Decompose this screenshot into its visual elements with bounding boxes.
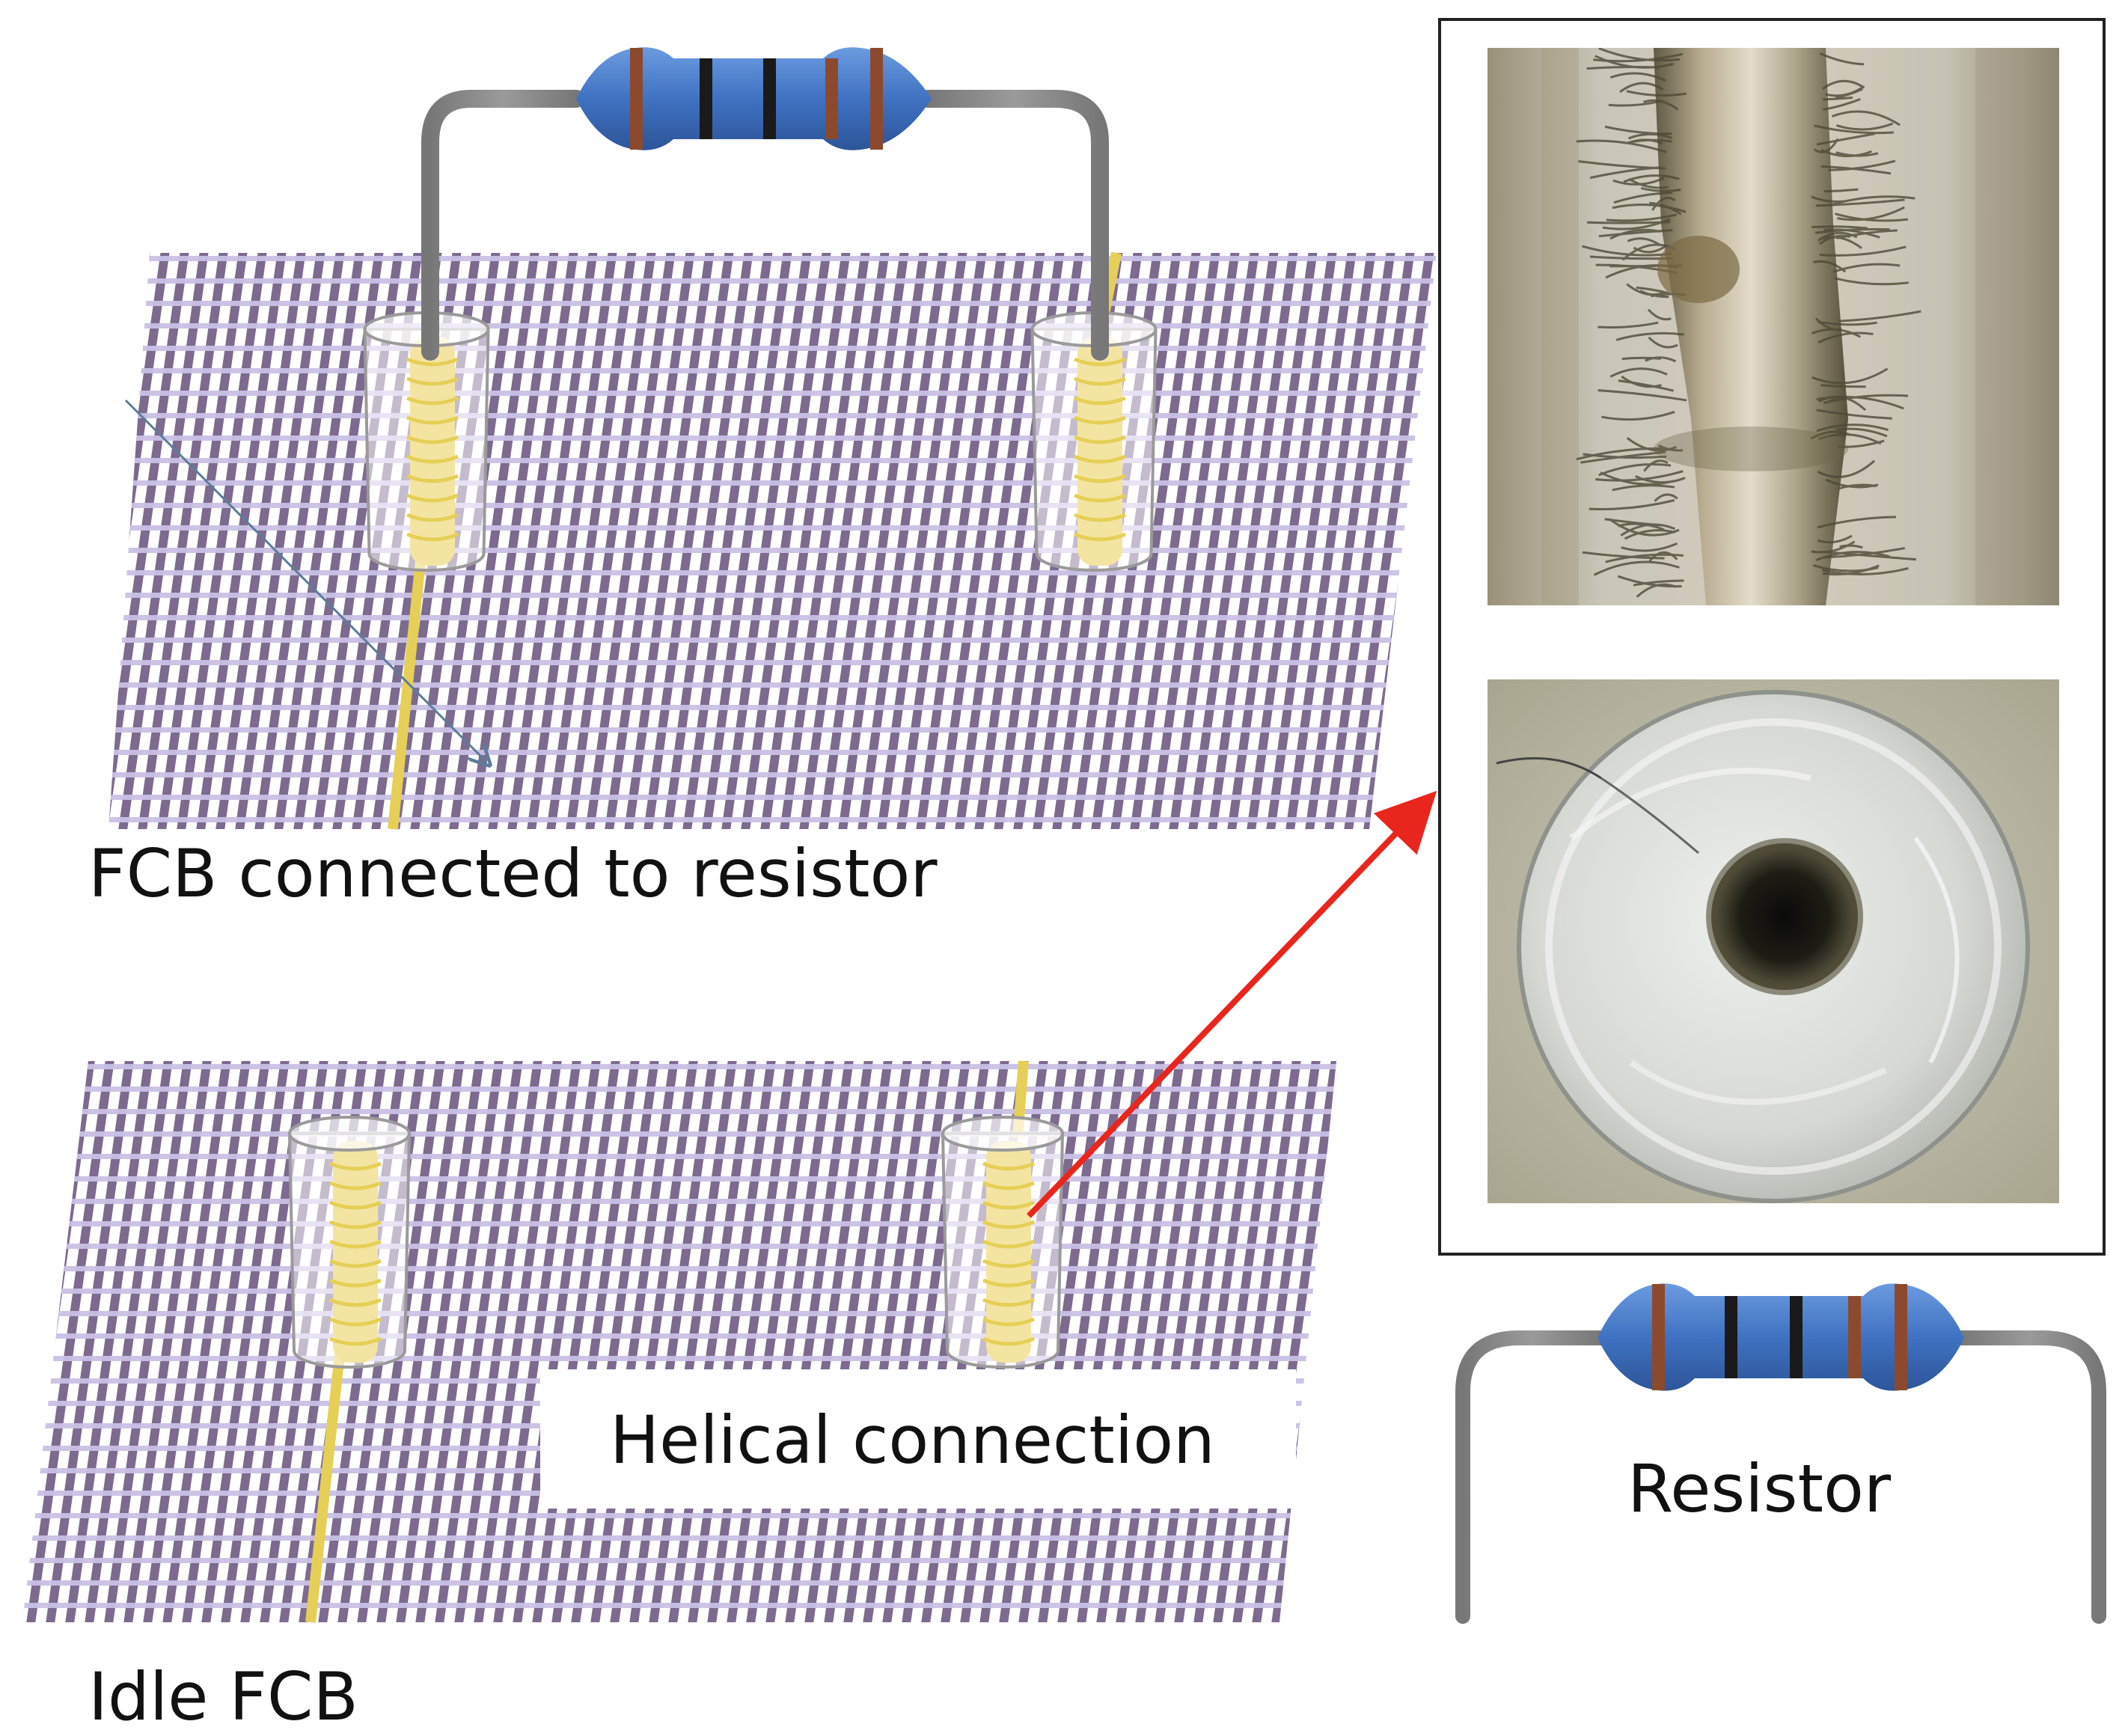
pointer-arrow bbox=[1027, 790, 1437, 1218]
helical-label-background bbox=[540, 1369, 1296, 1509]
helical-connection-cross-section-photo bbox=[1488, 679, 2059, 1203]
resistor-lead-left bbox=[421, 90, 585, 361]
sleeve-top-right bbox=[1030, 311, 1158, 572]
resistor-icon-standalone bbox=[1597, 1283, 1964, 1391]
resistor-lead-right-standalone bbox=[1953, 1330, 2106, 1624]
top-fabric-label: FCB connected to resistor bbox=[88, 835, 938, 912]
top-fabric bbox=[108, 251, 1437, 830]
diagonal-indicator-arrow bbox=[124, 399, 486, 762]
resistor-lead-right bbox=[919, 90, 1109, 361]
top-resistor bbox=[421, 47, 1109, 361]
resistor-label: Resistor bbox=[1627, 1450, 1892, 1527]
sleeve-bottom-left bbox=[287, 1116, 412, 1369]
photo-panel bbox=[1438, 18, 2106, 1256]
resistor-icon bbox=[576, 47, 932, 150]
bottom-fabric bbox=[22, 1060, 1336, 1623]
sleeve-bottom-right bbox=[941, 1116, 1065, 1369]
resistor-illustration bbox=[1455, 1283, 2106, 1624]
fiber-bundle-side-photo bbox=[1488, 48, 2059, 605]
resistor-lead-left-standalone bbox=[1455, 1330, 1609, 1624]
helical-connection-label: Helical connection bbox=[610, 1402, 1215, 1479]
bottom-fabric-label: Idle FCB bbox=[88, 1658, 358, 1735]
conductive-yarn-bottom-left bbox=[305, 1346, 346, 1623]
